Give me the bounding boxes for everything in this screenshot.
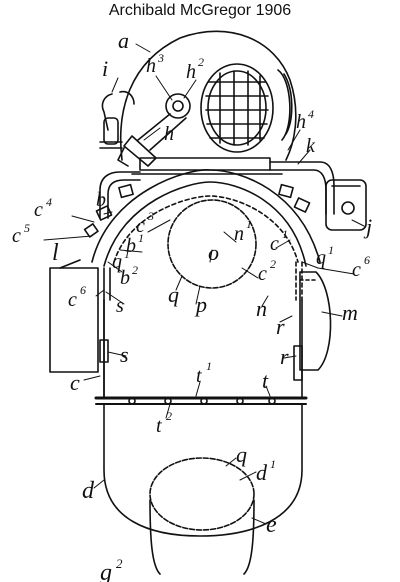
label-h4: h — [296, 111, 306, 133]
helmet-side-window — [277, 69, 293, 141]
neck-opening-o — [167, 199, 257, 289]
label-j: j — [363, 214, 372, 239]
label-r-lower: r — [280, 344, 289, 369]
helmet-window — [200, 63, 274, 153]
label-g2-sup: 2 — [116, 556, 123, 571]
label-s-lower: s — [120, 342, 129, 367]
sleeve-e — [149, 499, 255, 575]
label-h3-sup: 3 — [157, 51, 164, 65]
figure-labels: a i h 3 h 2 h h 4 k j c 4 c 5 b c 3 b 1 … — [12, 28, 372, 582]
label-c4-sup: 4 — [46, 195, 52, 209]
label-h2: h — [186, 61, 196, 83]
label-c6-right-sup: 6 — [364, 253, 370, 267]
label-a: a — [118, 28, 129, 53]
label-t1-sup: 1 — [206, 359, 212, 373]
label-t2-sup: 2 — [166, 409, 172, 423]
label-c3: c — [136, 215, 145, 237]
label-m: m — [342, 300, 358, 325]
band-t — [94, 396, 308, 405]
label-b2: b — [120, 267, 130, 289]
label-c: c — [70, 370, 80, 395]
label-t1: t — [196, 365, 202, 387]
label-n: n — [256, 296, 267, 321]
side-arm-right — [295, 261, 303, 301]
label-r-upper: r — [276, 314, 285, 339]
label-o: o — [208, 240, 219, 265]
label-c5-sup: 5 — [24, 221, 30, 235]
label-b2-sup: 2 — [132, 263, 138, 277]
label-c2: c — [258, 263, 267, 285]
pouch-l — [49, 267, 99, 373]
label-q-mid: q — [168, 282, 179, 307]
label-t2: t — [156, 415, 162, 437]
label-t: t — [262, 368, 269, 393]
bolts-b — [83, 183, 311, 238]
figure-caption: Archibald McGregor 1906 — [108, 2, 292, 19]
label-q1-right-sup: 1 — [328, 243, 334, 257]
label-c3-sup: 3 — [147, 209, 154, 223]
label-k: k — [306, 135, 316, 157]
leader-lines — [43, 43, 365, 525]
label-d1-sup: 1 — [270, 457, 276, 471]
label-c6-right: c — [352, 259, 361, 281]
lower-bag-d — [103, 403, 303, 537]
label-e: e — [266, 512, 277, 538]
label-d: d — [82, 478, 95, 504]
label-c4: c — [34, 199, 43, 221]
strap-s — [99, 299, 109, 399]
label-b1-sup: 1 — [138, 231, 144, 245]
side-arm-left — [103, 267, 111, 301]
label-c6-left: c — [68, 289, 77, 311]
label-h2-sup: 2 — [198, 55, 204, 69]
label-b1: b — [126, 235, 136, 257]
inlet-pipe-i — [99, 90, 135, 149]
label-p: p — [194, 292, 207, 317]
strap-r — [293, 345, 303, 381]
label-c6-left-sup: 6 — [80, 283, 86, 297]
connector-j — [325, 179, 367, 231]
label-c2-sup: 2 — [270, 257, 276, 271]
label-g2: g — [100, 560, 112, 582]
label-d1: d — [256, 460, 268, 485]
label-c5: c — [12, 225, 21, 247]
air-valve-h — [117, 93, 191, 167]
label-q-lower: q — [236, 442, 247, 467]
helmet-dome — [119, 30, 297, 161]
label-h3: h — [146, 55, 156, 77]
label-s-upper: s — [116, 295, 124, 317]
label-q1-left-sup: 1 — [124, 247, 130, 261]
label-h4-sup: 4 — [308, 107, 314, 121]
lower-opening-d1 — [149, 457, 255, 531]
label-c1-sup: 1 — [282, 227, 288, 241]
label-c1: c — [270, 233, 279, 255]
label-h: h — [164, 123, 174, 145]
label-b: b — [96, 189, 106, 211]
breastplate-band — [113, 195, 299, 263]
label-q1-left: q — [112, 251, 122, 273]
breastplate-outer — [91, 169, 321, 263]
pouch-m — [299, 271, 332, 371]
breastplate-inner — [103, 181, 307, 267]
label-i: i — [102, 56, 108, 81]
label-n1-sup: 1 — [246, 217, 252, 231]
label-q1-right: q — [316, 247, 326, 269]
label-n1: n — [234, 223, 244, 245]
helmet-collar — [139, 157, 271, 171]
label-l: l — [52, 240, 59, 266]
